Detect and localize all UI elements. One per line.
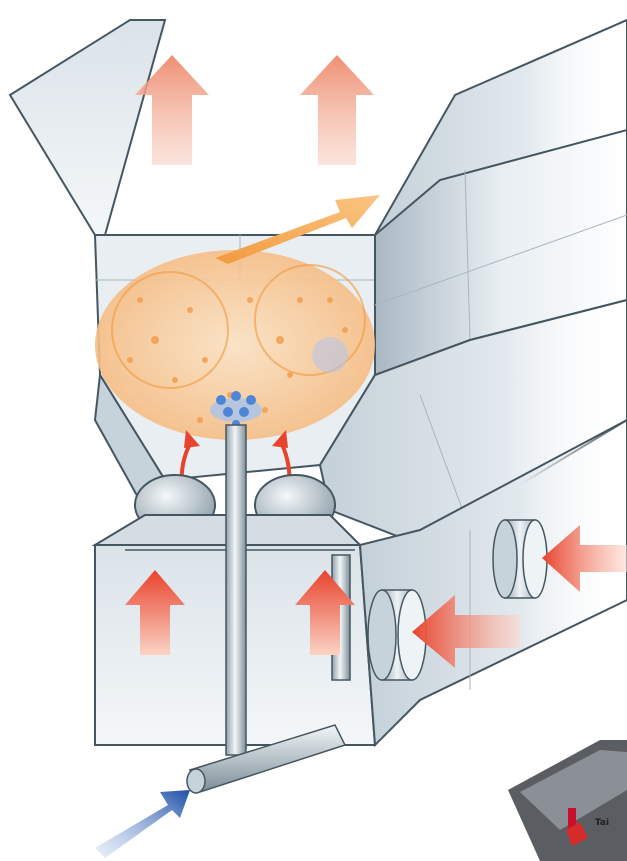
inset-photo xyxy=(508,740,627,861)
inset-label: Tai xyxy=(582,818,622,828)
hopper-left-top-panel xyxy=(10,20,165,235)
cold-air-arrow-icon xyxy=(95,790,190,858)
exhaust-arrow-icon xyxy=(135,55,374,165)
